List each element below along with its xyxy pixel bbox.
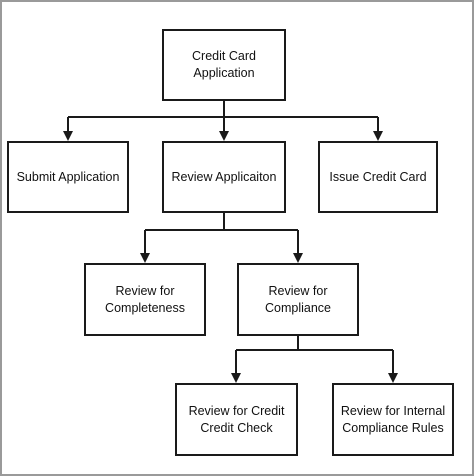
node-review-application: Review Applicaiton (162, 141, 286, 213)
node-review-for-internal-compliance: Review for Internal Compliance Rules (332, 383, 454, 456)
node-credit-card-application: Credit Card Application (162, 29, 286, 101)
node-submit-application: Submit Application (7, 141, 129, 213)
node-review-for-completeness: Review for Completeness (84, 263, 206, 336)
node-review-for-compliance: Review for Compliance (237, 263, 359, 336)
node-review-for-credit-check: Review for Credit Credit Check (175, 383, 298, 456)
node-issue-credit-card: Issue Credit Card (318, 141, 438, 213)
